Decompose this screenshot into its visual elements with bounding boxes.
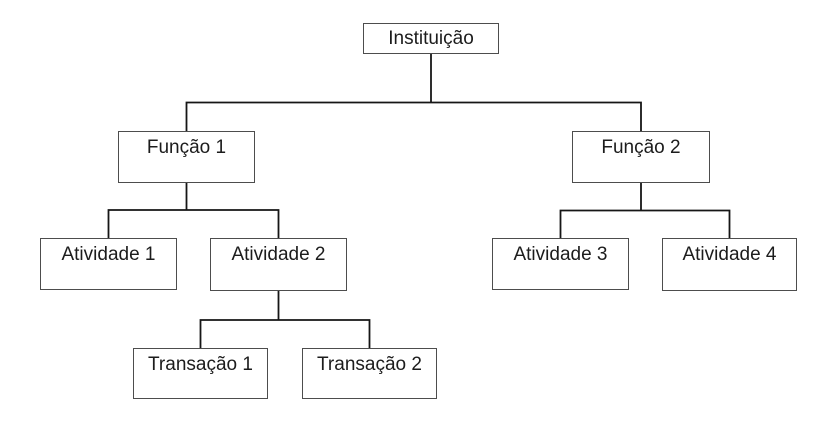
- node-funcao-2-label: Função 2: [601, 137, 681, 158]
- node-funcao-1: Função 1: [118, 131, 255, 183]
- node-atividade-1: Atividade 1: [40, 238, 177, 290]
- node-atividade-2: Atividade 2: [210, 238, 347, 291]
- node-instituicao: Instituição: [363, 23, 499, 54]
- node-atividade-4-label: Atividade 4: [682, 244, 777, 265]
- node-atividade-4: Atividade 4: [662, 238, 797, 291]
- node-funcao-1-label: Função 1: [146, 137, 227, 158]
- node-transacao-2: Transação 2: [302, 348, 437, 399]
- node-funcao-2: Função 2: [572, 131, 710, 183]
- connector-atividade2-to-transacoes: [199, 319, 371, 348]
- connector-instituicao-to-funcoes: [185, 101, 642, 131]
- node-instituicao-label: Instituição: [388, 28, 474, 49]
- node-atividade-3: Atividade 3: [492, 238, 629, 290]
- node-atividade-1-label: Atividade 1: [61, 244, 156, 265]
- connector-funcao1-to-atividades: [107, 209, 280, 238]
- node-transacao-1: Transação 1: [133, 348, 268, 399]
- connector-funcao2-to-atividades: [559, 209, 731, 238]
- node-transacao-2-label: Transação 2: [317, 354, 422, 375]
- node-transacao-1-label: Transação 1: [148, 354, 253, 375]
- node-atividade-2-label: Atividade 2: [231, 244, 326, 265]
- node-atividade-3-label: Atividade 3: [513, 244, 608, 265]
